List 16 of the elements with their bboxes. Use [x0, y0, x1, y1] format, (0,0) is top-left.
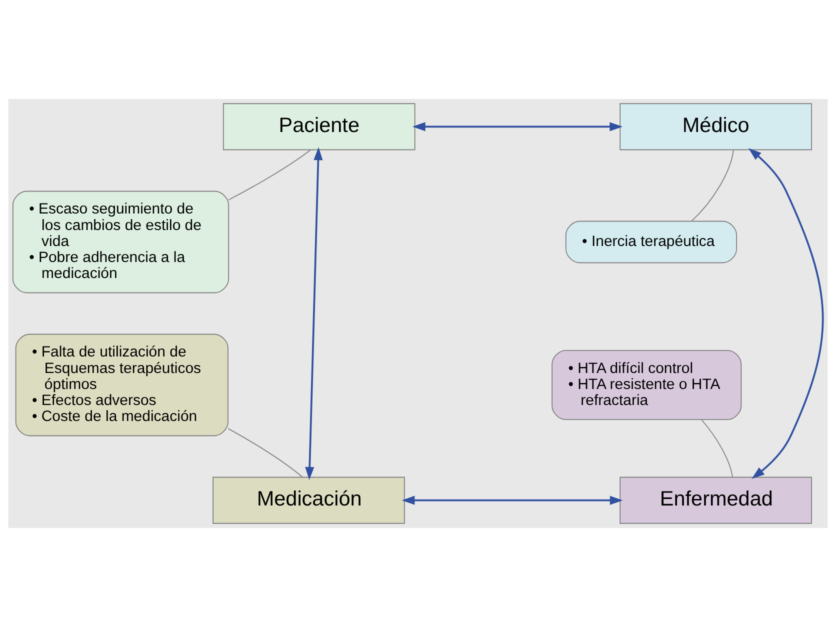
connector: [228, 149, 312, 200]
node-box: • Inercia terapéutica: [565, 220, 738, 264]
arrow: [748, 148, 824, 479]
connector: [228, 428, 303, 478]
connector: [701, 419, 733, 478]
node-box: Médico: [620, 103, 812, 150]
node-box: • HTA difícil control • HTA resistente o HTA refractaria: [552, 350, 742, 420]
arrow: [412, 122, 623, 132]
node-box: Enfermedad: [620, 476, 812, 524]
arrow: [402, 496, 623, 505]
node-box: • Escaso seguimiento de los cambios de estilo de vida • Pobre adherencia a la medicación: [12, 190, 230, 294]
connector: [691, 150, 734, 222]
node-box: • Falta de utilización de Esquemas terapéuticos óptimos • Efectos adversos • Coste de la medicación: [15, 334, 228, 436]
node-box: Medicación: [212, 476, 405, 524]
node-box: Paciente: [222, 103, 416, 150]
arrow: [305, 147, 323, 480]
